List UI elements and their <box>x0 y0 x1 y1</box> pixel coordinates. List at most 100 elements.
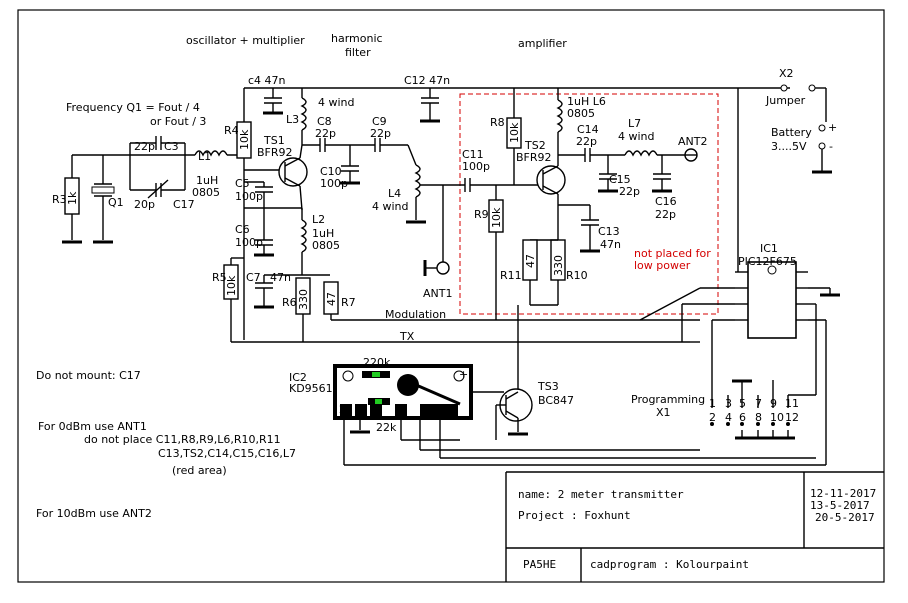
value-c14: 22p <box>576 135 597 148</box>
label-c14: C14 <box>577 123 599 136</box>
label-l2: L2 <box>312 213 325 226</box>
title-name: name: 2 meter transmitter <box>518 488 684 501</box>
label-l4: L4 <box>388 187 401 200</box>
value-l2: 1uH <box>312 227 334 240</box>
label-plus: + <box>828 121 837 134</box>
label-ts2: TS2 <box>524 139 546 152</box>
ic2-pin-1: 1 <box>432 403 439 416</box>
ts3-transistor <box>495 388 533 440</box>
label-l7-wind: 4 wind <box>618 130 655 143</box>
label-c12: C12 47n <box>404 74 450 87</box>
programming-pin-label: 5 <box>739 397 746 410</box>
title-block <box>505 471 884 582</box>
label-ic1-part: PIC12F675 <box>738 255 797 268</box>
label-modulation: Modulation <box>385 308 446 321</box>
programming-pin-label: 6 <box>739 411 746 424</box>
label-ts1-type: BFR92 <box>257 146 293 159</box>
label-c13: C13 <box>598 225 620 238</box>
label-c3: C3 <box>164 140 179 153</box>
amplifier-section <box>443 88 719 395</box>
oscillator-title: oscillator + multiplier <box>186 34 305 47</box>
label-ic1: IC1 <box>760 242 778 255</box>
value-r9: 10k <box>490 207 503 228</box>
ic2-pin-2: 2 <box>339 403 346 416</box>
note-do-not-place-1: do not place C11,R8,R9,L6,R10,R11 <box>84 433 281 446</box>
label-r3: R3 <box>52 193 67 206</box>
title-date-3: 20-5-2017 <box>815 511 875 524</box>
title-project: Project : Foxhunt <box>518 509 631 522</box>
label-c16: C16 <box>655 195 677 208</box>
note-do-not-place-2: C13,TS2,C14,C15,C16,L7 <box>158 447 296 460</box>
value-c5: 100p <box>235 190 263 203</box>
value-r3: 1k <box>66 191 79 205</box>
label-c10: C10 <box>320 165 342 178</box>
programming-header <box>710 379 816 440</box>
label-ts1: TS1 <box>263 134 285 147</box>
label-ant1: ANT1 <box>423 287 452 300</box>
label-c4: c4 47n <box>248 74 286 87</box>
note-10dbm: For 10dBm use ANT2 <box>36 507 152 520</box>
value-c10: 100p <box>320 177 348 190</box>
label-c17: C17 <box>173 198 195 211</box>
label-battery-voltage: 3....5V <box>771 140 807 153</box>
label-l6: 1uH L6 <box>567 95 606 108</box>
label-220k: 220k <box>363 356 391 369</box>
label-q1: Q1 <box>108 196 124 209</box>
label-l1-package: 0805 <box>192 186 220 199</box>
label-ic2: IC2 <box>289 371 307 384</box>
value-c6: 100p <box>235 236 263 249</box>
harmonic-title: harmonic <box>331 32 383 45</box>
programming-pin-label: 8 <box>755 411 762 424</box>
label-l7: L7 <box>628 117 641 130</box>
programming-pin-label: 9 <box>770 397 777 410</box>
value-r11: 47 <box>524 254 537 268</box>
filter-title: filter <box>345 46 371 59</box>
label-l1: L1 <box>198 150 211 163</box>
label-c15: C15 <box>609 173 631 186</box>
value-c11: 100p <box>462 160 490 173</box>
label-22k: 22k <box>376 421 397 434</box>
value-r8: 10k <box>508 122 521 143</box>
programming-pin-label: 3 <box>725 397 732 410</box>
label-c6: C6 <box>235 223 250 236</box>
value-r10: 330 <box>552 255 565 276</box>
label-c7: C7 <box>246 271 261 284</box>
ic2-module <box>333 364 816 459</box>
value-c8: 22p <box>315 127 336 140</box>
label-r5: R5 <box>212 271 227 284</box>
label-ts3: TS3 <box>537 380 559 393</box>
label-l4-wind: 4 wind <box>372 200 409 213</box>
label-ant2: ANT2 <box>678 135 707 148</box>
value-c13: 47n <box>600 238 621 251</box>
programming-pin-label: 7 <box>755 397 762 410</box>
label-r4: R4 <box>224 124 239 137</box>
label-l6-package: 0805 <box>567 107 595 120</box>
title-cadprogram: cadprogram : Kolourpaint <box>590 558 749 571</box>
value-c9: 22p <box>370 127 391 140</box>
programming-pin-label: 10 <box>770 411 784 424</box>
label-minus: - <box>829 140 833 153</box>
frequency-note-2: or Fout / 3 <box>150 115 206 128</box>
outer-frame <box>17 9 885 583</box>
amplifier-title: amplifier <box>518 37 567 50</box>
programming-pin-label: 12 <box>785 411 799 424</box>
value-r4: 10k <box>238 129 251 150</box>
value-c7: 47n <box>270 271 291 284</box>
supply-rail <box>244 84 832 258</box>
note-not-placed-1: not placed for <box>634 247 711 260</box>
note-red-area: (red area) <box>172 464 227 477</box>
ic2-pin-plus: + <box>459 368 468 381</box>
label-c5: C5 <box>235 177 250 190</box>
label-r9: R9 <box>474 208 489 221</box>
programming-pin-label: 1 <box>709 397 716 410</box>
programming-pin-label: 2 <box>709 411 716 424</box>
label-tx: TX <box>399 330 415 343</box>
note-do-not-mount: Do not mount: C17 <box>36 369 141 382</box>
ic1-chip <box>343 258 840 466</box>
label-r11: R11 <box>500 269 522 282</box>
frequency-note-1: Frequency Q1 = Fout / 4 <box>66 101 200 114</box>
label-l3: L3 <box>286 113 299 126</box>
note-0dbm: For 0dBm use ANT1 <box>38 420 147 433</box>
label-x1: X1 <box>656 406 671 419</box>
